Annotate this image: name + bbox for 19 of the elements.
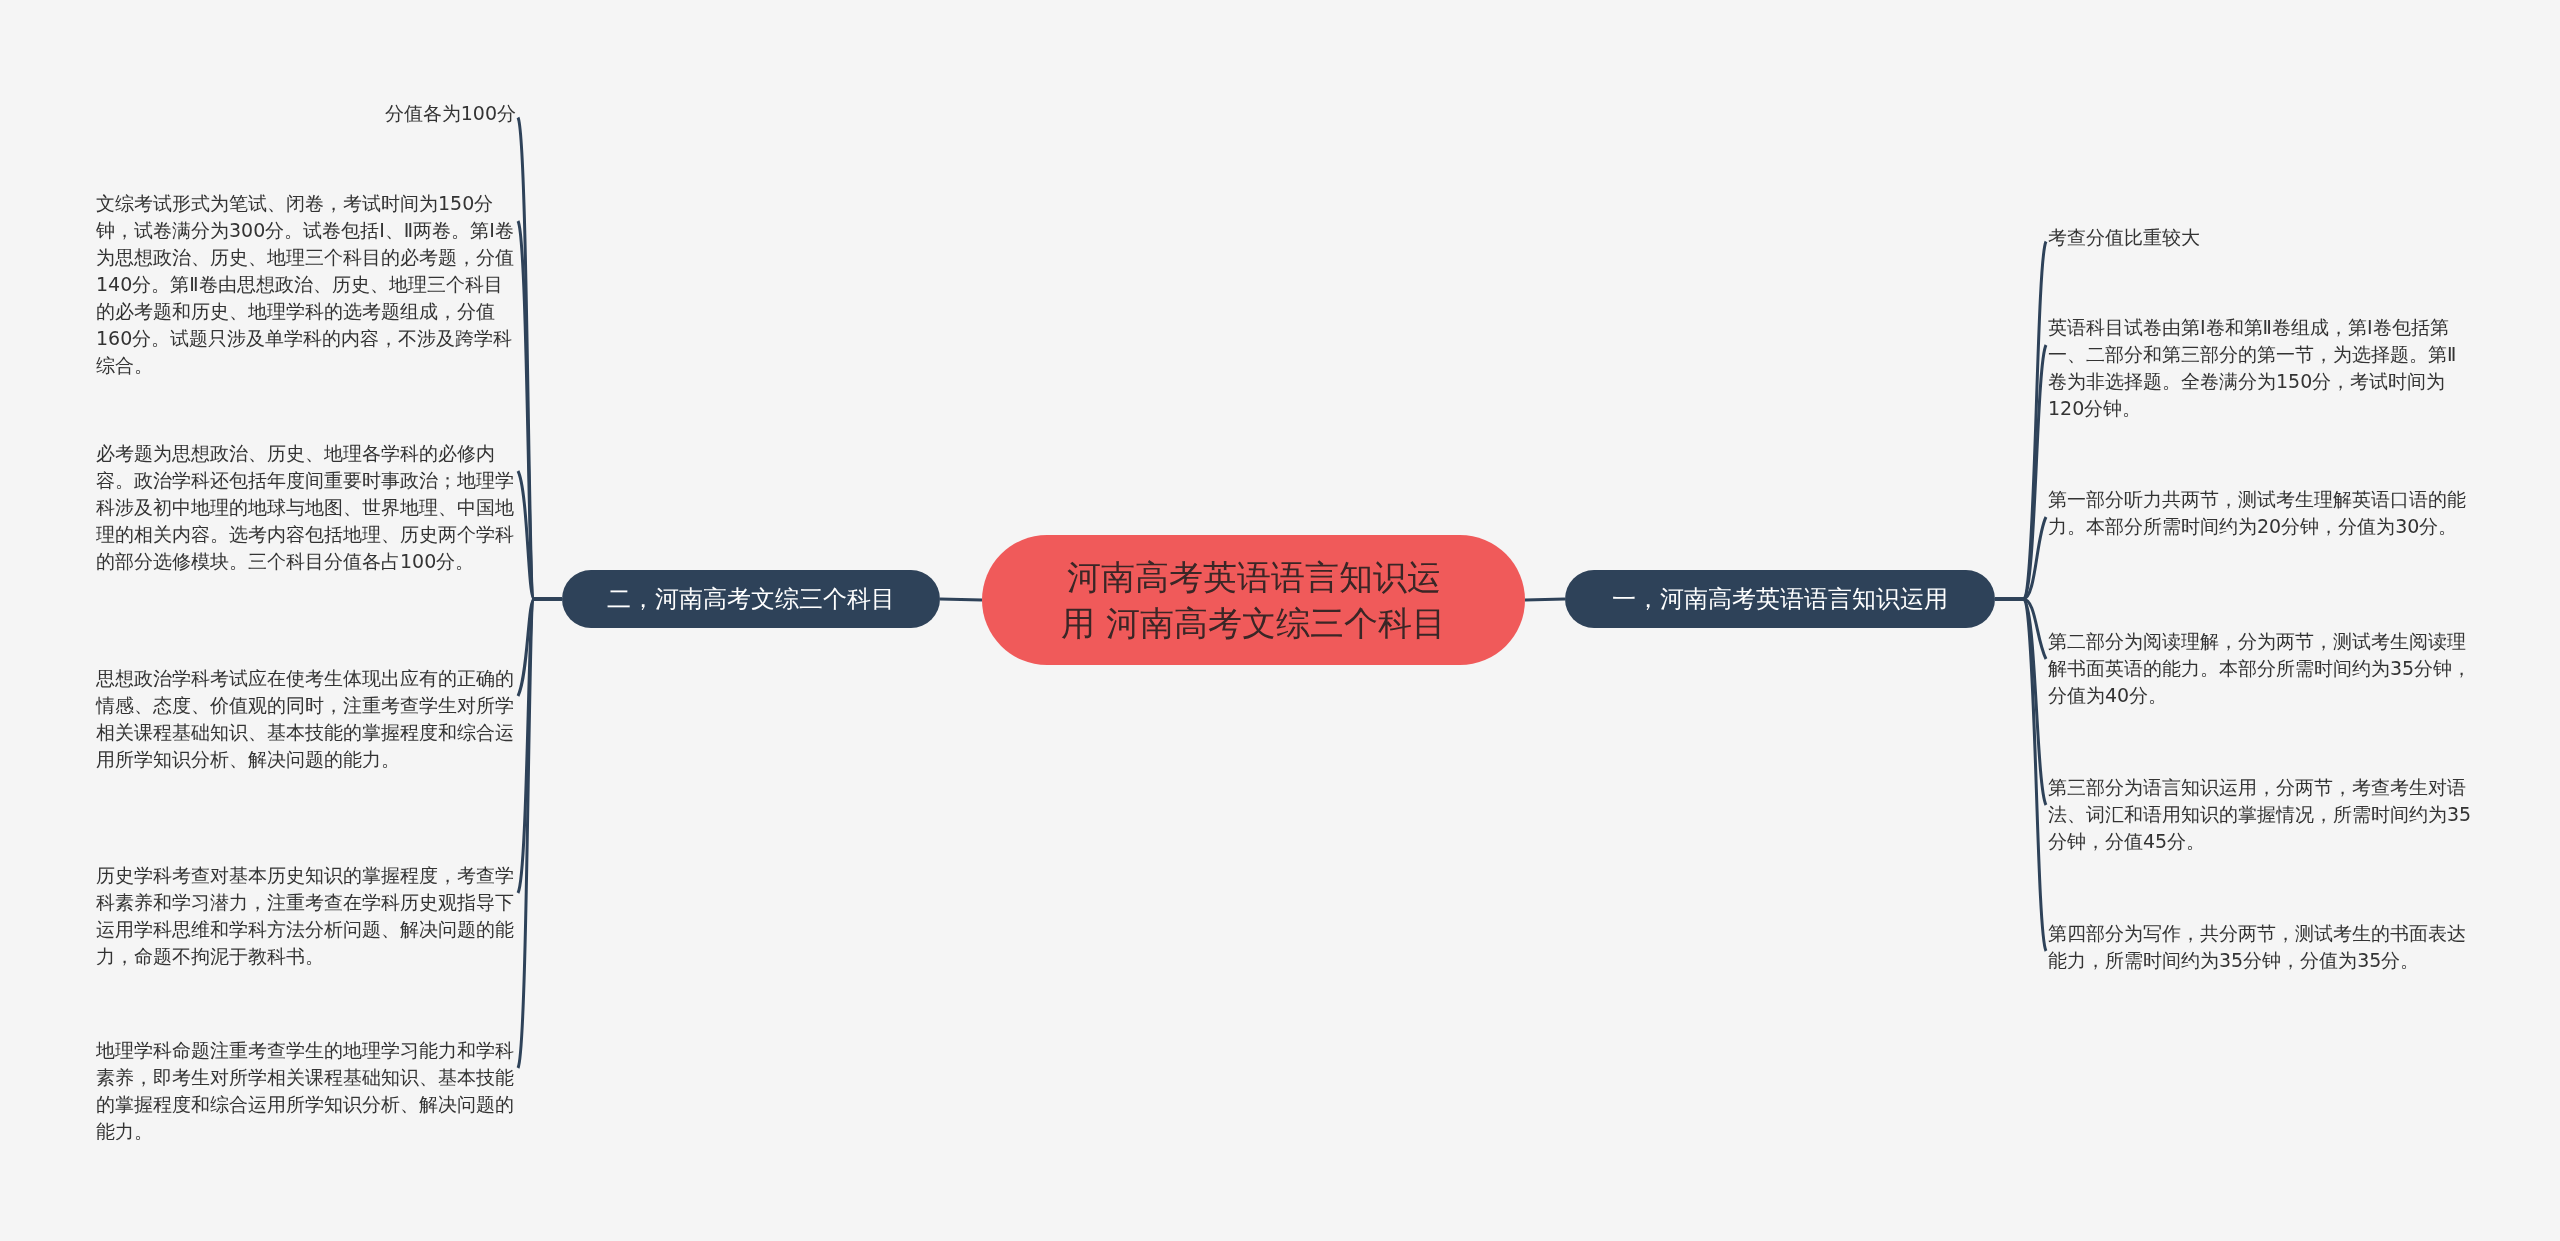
connector-line	[1524, 597, 1566, 602]
note-text: 地理学科命题注重考查学生的地理学习能力和学科素养，即考生对所学相关课程基础知识、基本技能的掌握程度和综合运用所学知识分析、解决问题的能力。	[96, 1037, 516, 1145]
note-text: 考查分值比重较大	[2048, 224, 2473, 251]
connector-line	[1995, 597, 2048, 952]
note-text: 思想政治学科考试应在使考生体现出应有的正确的情感、态度、价值观的同时，注重考查学生对所学相关课程基础知识、基本技能的掌握程度和综合运用所学知识分析、解决问题的能力。	[96, 665, 516, 773]
topic-box: 一，河南高考英语语言知识运用	[1565, 570, 1995, 628]
note-text: 第一部分听力共两节，测试考生理解英语口语的能力。本部分所需时间约为20分钟，分值为30分。	[2048, 486, 2473, 540]
note-text: 文综考试形式为笔试、闭卷，考试时间为150分钟，试卷满分为300分。试卷包括Ⅰ、Ⅱ两卷。第Ⅰ卷为思想政治、历史、地理三个科目的必考题，分值140分。第Ⅱ卷由思想政治、历史、地理三个科目的必考题和历史、地理学科的选考题组成，分值160分。试题只涉及单学科的内容，不涉及跨学科综合。	[96, 190, 516, 379]
connector-line	[516, 597, 562, 1069]
note-text: 分值各为100分	[96, 100, 516, 127]
note-text: 第三部分为语言知识运用，分两节，考查考生对语法、词汇和语用知识的掌握情况，所需时间约为35分钟，分值45分。	[2048, 774, 2473, 855]
central-topic: 河南高考英语语言知识运用 河南高考文综三个科目	[982, 535, 1525, 665]
note-text: 历史学科考查对基本历史知识的掌握程度，考查学科素养和学习潜力，注重考查在学科历史观指导下运用学科思维和学科方法分析问题、解决问题的能力，命题不拘泥于教科书。	[96, 862, 516, 970]
topic-box: 二，河南高考文综三个科目	[562, 570, 940, 628]
connector-line	[939, 597, 983, 602]
note-text: 必考题为思想政治、历史、地理各学科的必修内容。政治学科还包括年度间重要时事政治；地理学科涉及初中地理的地球与地图、世界地理、中国地理的相关内容。选考内容包括地理、历史两个学科的部分选修模块。三个科目分值各占100分。	[96, 440, 516, 575]
note-text: 第二部分为阅读理解，分为两节，测试考生阅读理解书面英语的能力。本部分所需时间约为35分钟，分值为40分。	[2048, 628, 2473, 709]
note-text: 英语科目试卷由第Ⅰ卷和第Ⅱ卷组成，第Ⅰ卷包括第一、二部分和第三部分的第一节，为选择题。第Ⅱ卷为非选择题。全卷满分为150分，考试时间为120分钟。	[2048, 314, 2473, 422]
note-text: 第四部分为写作，共分两节，测试考生的书面表达能力，所需时间约为35分钟，分值为35分。	[2048, 920, 2473, 974]
